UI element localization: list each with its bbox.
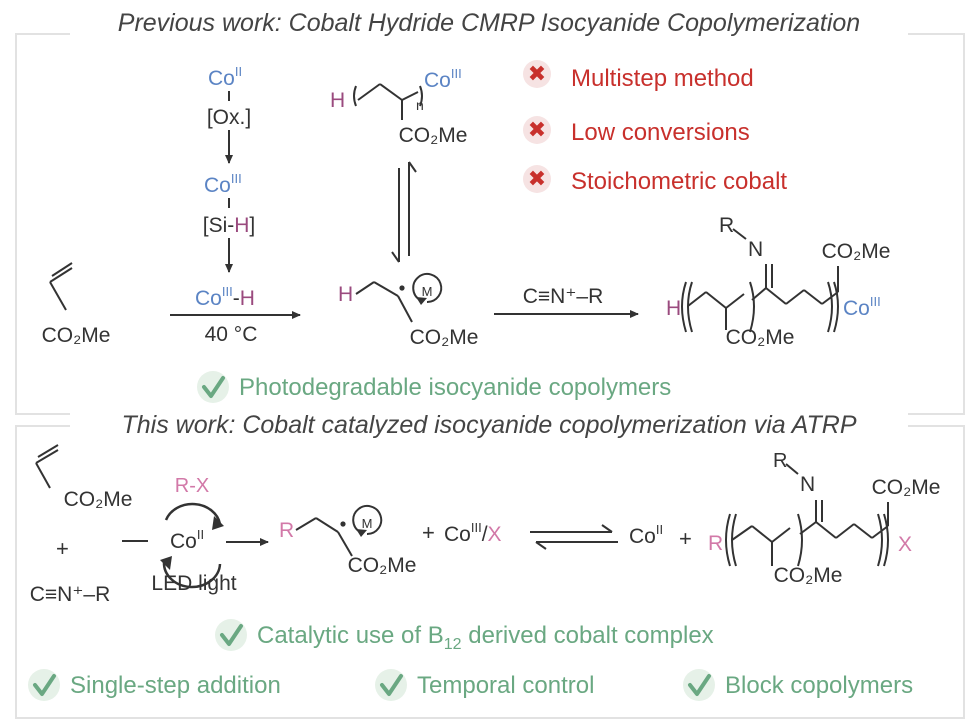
pro-temporal-control: Temporal control: [375, 669, 594, 701]
radical-m-label-2: M: [362, 516, 373, 531]
alkyl-halide-label: R-X: [175, 475, 209, 497]
methyl-acrylate-monomer: [49, 262, 73, 311]
pro-label: Photodegradable isocyanide copolymers: [239, 374, 671, 401]
radical-ester-label-2: CO₂Me: [348, 554, 417, 577]
polymer-backbone-2: [725, 500, 889, 567]
methyl-acrylate-monomer-2: [35, 444, 59, 489]
polymer-r: R: [719, 214, 734, 237]
polymer-ester-bottom: CO₂Me: [726, 326, 795, 349]
co-iii-x-label: CoIII/X: [444, 520, 502, 546]
pro-label: Temporal control: [417, 672, 594, 699]
con-label: Multistep method: [571, 65, 754, 92]
svg-text:CoIII: CoIII: [843, 294, 881, 320]
svg-text:CoIII: CoIII: [204, 171, 242, 197]
polymer-ester-top: CO₂Me: [822, 240, 891, 263]
pro-block-copolymers: Block copolymers: [683, 669, 913, 701]
svg-text:CoIII-H: CoIII-H: [195, 284, 255, 310]
polymer-n: N: [748, 238, 763, 261]
polymer-h: H: [666, 297, 681, 320]
dormant-co-label: CoIII: [424, 66, 462, 92]
previous-work-panel: [15, 33, 965, 415]
equilibrium-arrows-horizontal: [530, 524, 618, 550]
isocyanide-reagent: C≡N⁺–R: [523, 285, 604, 308]
metal-curved-arrow: [412, 273, 443, 304]
cobalt-hydride-label: CoIII-H: [195, 284, 255, 310]
radical-m-label: M: [422, 284, 433, 299]
radical-r: R: [279, 519, 294, 542]
svg-text:✖: ✖: [528, 117, 546, 142]
pro-label: Single-step addition: [70, 672, 281, 699]
plus-sign: +: [56, 536, 69, 561]
polymer-ester-bottom-2: CO₂Me: [774, 564, 843, 587]
dormant-skeleton: [353, 83, 423, 120]
previous-work-title: Previous work: Cobalt Hydride CMRP Isocy…: [118, 9, 860, 37]
pro-catalytic-b12: Catalytic use of B12 derived cobalt comp…: [215, 619, 714, 653]
con-label: Low conversions: [571, 119, 750, 146]
temperature-label: 40 °C: [205, 323, 258, 346]
svg-text:CoIII: CoIII: [424, 66, 462, 92]
svg-text:✖: ✖: [528, 166, 546, 191]
led-light-label: LED light: [151, 572, 236, 595]
radical-dot: [399, 285, 405, 291]
silane-label: [Si-H]: [203, 214, 256, 237]
catalyst-co-ii: CoII: [170, 527, 204, 553]
plus-sign-3: +: [679, 526, 692, 551]
radical-ester-label: CO₂Me: [410, 326, 479, 349]
pro-single-step: Single-step addition: [28, 669, 281, 701]
svg-text:CoIII/X: CoIII/X: [444, 520, 502, 546]
radical-h: H: [338, 283, 353, 306]
con-multistep: ✖ Multistep method: [523, 60, 754, 92]
monomer-ester-label-2: CO₂Me: [64, 488, 133, 511]
dormant-ester-label: CO₂Me: [399, 124, 468, 147]
con-label: Stoichometric cobalt: [571, 168, 787, 195]
svg-text:CoII: CoII: [208, 64, 242, 90]
co-ii-label: CoII: [208, 64, 242, 90]
radical-dot-2: [340, 521, 346, 527]
dormant-h: H: [330, 89, 345, 112]
polymer-rn: R: [773, 450, 787, 472]
this-work-title: This work: Cobalt catalyzed isocyanide c…: [121, 411, 856, 439]
svg-text:CoII: CoII: [629, 522, 663, 548]
co-iii-label: CoIII: [204, 171, 242, 197]
radical-skeleton: [355, 281, 413, 323]
co-ii-product: CoII: [629, 522, 663, 548]
equilibrium-arrows-vertical: [391, 161, 417, 263]
polymer-r-end: R: [708, 532, 723, 555]
dormant-n: n: [416, 97, 424, 113]
catalytic-cycle: [162, 502, 222, 589]
con-low-conversions: ✖ Low conversions: [523, 116, 750, 146]
polymer-n-2: N: [800, 473, 815, 496]
pro-photodegradable: Photodegradable isocyanide copolymers: [197, 371, 671, 403]
polymer-co-end: CoIII: [843, 294, 881, 320]
svg-text:✖: ✖: [528, 61, 546, 86]
pro-label: Block copolymers: [725, 672, 913, 699]
svg-text:[Si-H]: [Si-H]: [203, 214, 256, 237]
svg-text:CoII: CoII: [170, 527, 204, 553]
pro-label: Catalytic use of B12 derived cobalt comp…: [257, 622, 714, 653]
con-stoichometric: ✖ Stoichometric cobalt: [523, 165, 787, 195]
monomer-ester-label: CO₂Me: [42, 324, 111, 347]
oxidant-label: [Ox.]: [207, 106, 251, 129]
polymer-x-end: X: [898, 533, 912, 556]
polymer-backbone: [681, 264, 839, 333]
polymer-ester-top-2: CO₂Me: [872, 476, 941, 499]
radical-skeleton-2: [295, 517, 353, 557]
isocyanide-reagent-2: C≡N⁺–R: [30, 583, 111, 606]
plus-sign-2: +: [422, 520, 435, 545]
metal-curved-arrow-2: [352, 505, 383, 536]
